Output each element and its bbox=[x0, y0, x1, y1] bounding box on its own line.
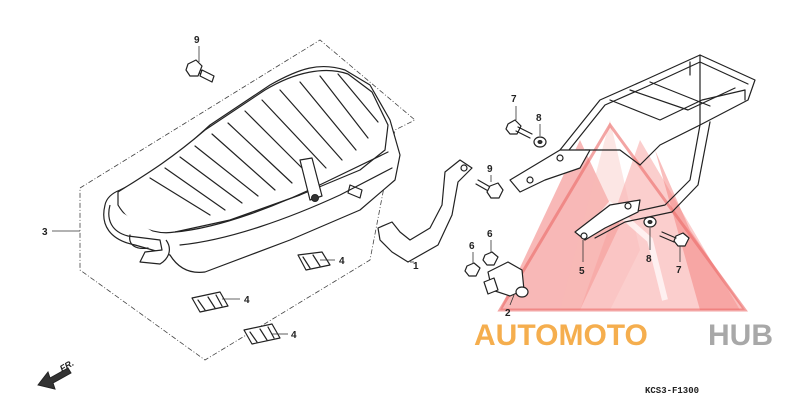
rear-carrier-rack bbox=[509, 54, 756, 241]
front-arrow-icon bbox=[37, 367, 72, 390]
bolt-6-right bbox=[482, 251, 499, 266]
watermark-text: AUTOMOTO HUB bbox=[474, 319, 773, 352]
callout-7-upper: 7 bbox=[511, 94, 517, 105]
washer-8-lower bbox=[643, 216, 657, 228]
washer-8-upper bbox=[533, 136, 547, 148]
seat bbox=[103, 65, 401, 273]
bolt-6-left bbox=[464, 262, 481, 277]
bolt-7-upper bbox=[505, 119, 533, 139]
callouts: 3 9 4 4 4 1 9 6 6 2 7 8 5 8 7 bbox=[42, 35, 682, 341]
callout-6-left: 6 bbox=[469, 241, 475, 252]
callout-7-lower: 7 bbox=[676, 265, 682, 276]
front-direction-label: FR. bbox=[58, 358, 76, 374]
seat-catch bbox=[483, 261, 529, 298]
watermark-secondary-text: HUB bbox=[708, 319, 773, 352]
rubber-cushion-4a bbox=[297, 251, 331, 271]
callout-4-lower: 4 bbox=[291, 330, 297, 341]
seat-pleats bbox=[149, 73, 379, 216]
rubber-cushion-4c bbox=[243, 323, 281, 345]
callout-3: 3 bbox=[42, 227, 48, 238]
callout-8-upper: 8 bbox=[536, 113, 542, 124]
watermark-primary-text: AUTOMOTO bbox=[474, 319, 648, 352]
front-direction-indicator: FR. bbox=[37, 358, 76, 390]
callout-9-middle: 9 bbox=[487, 164, 493, 175]
callout-4-middle: 4 bbox=[244, 295, 250, 306]
rubber-cushion-4b bbox=[191, 291, 229, 313]
seat-hinge-bracket bbox=[377, 159, 473, 263]
leader-lines bbox=[52, 46, 681, 335]
callout-9-left: 9 bbox=[194, 35, 200, 46]
drawing-code: KCS3-F1300 bbox=[645, 386, 699, 396]
callout-5: 5 bbox=[579, 266, 585, 277]
bolt-7-lower bbox=[659, 231, 690, 247]
bolt-9-middle bbox=[475, 179, 504, 199]
callout-1: 1 bbox=[413, 261, 419, 272]
bolt-9-left bbox=[185, 59, 215, 83]
callout-8-lower: 8 bbox=[646, 254, 652, 265]
callout-6-right: 6 bbox=[487, 229, 493, 240]
seat-assembly-outline bbox=[79, 39, 416, 361]
callout-2: 2 bbox=[505, 308, 511, 319]
callout-4-upper: 4 bbox=[339, 256, 345, 267]
